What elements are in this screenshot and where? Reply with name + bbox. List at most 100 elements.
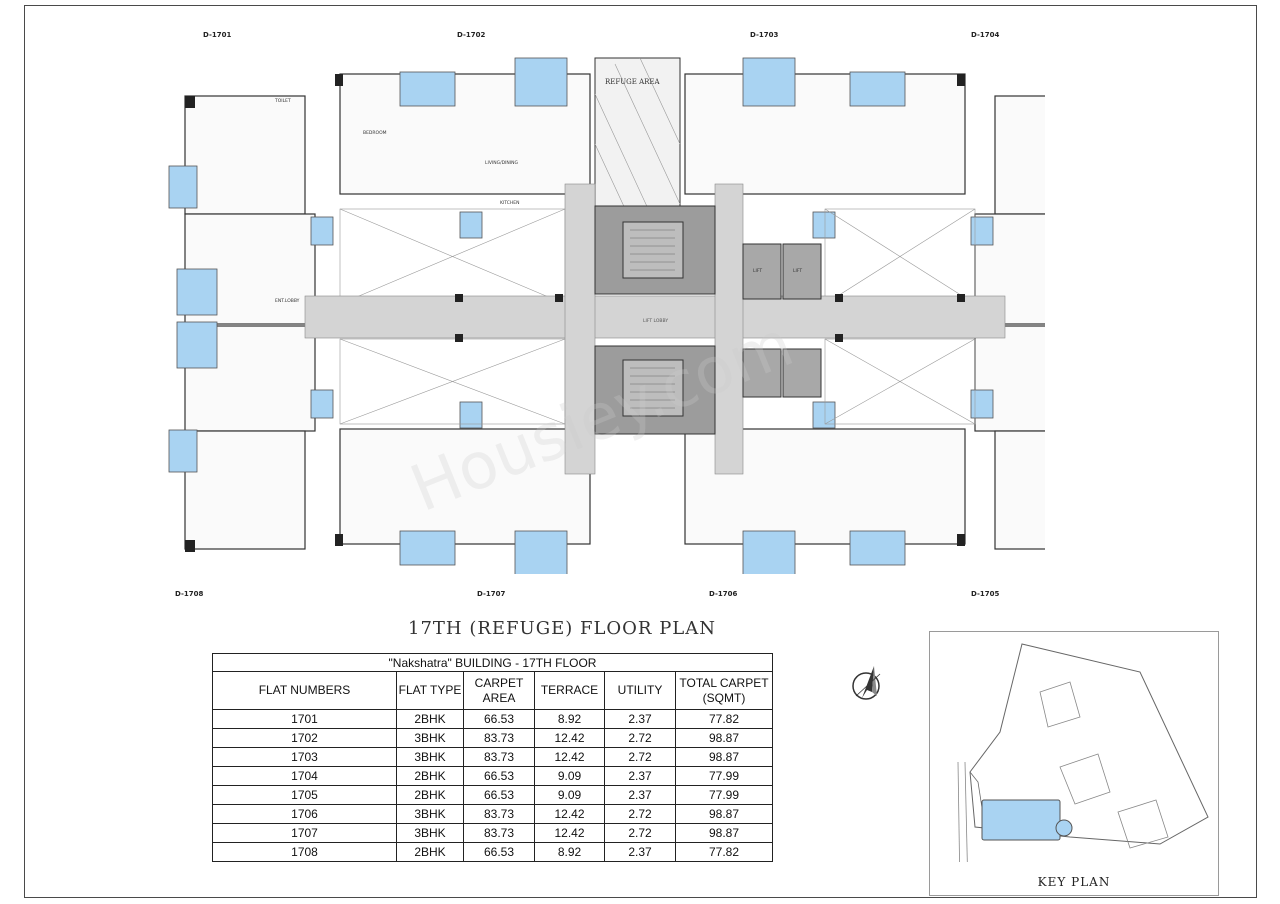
corridor [304, 183, 1006, 475]
cell-type: 3BHK [396, 804, 464, 824]
col-utility: UTILITY [604, 671, 676, 710]
col-total-carpet: TOTAL CARPET(SQMT) [675, 671, 773, 710]
cell-utility: 2.72 [604, 823, 676, 843]
cell-utility: 2.72 [604, 747, 676, 767]
cell-carpet: 66.53 [463, 785, 535, 805]
flat-label-d1704: D-1704 [971, 31, 1000, 39]
kitchen-label: KITCHEN [500, 200, 520, 206]
cell-utility: 2.72 [604, 728, 676, 748]
cell-utility: 2.37 [604, 766, 676, 786]
floor-plan-drawing: REFUGE AREA LIFT LOBBY LIFT LIFT BEDROOM… [168, 57, 1045, 574]
cell-carpet: 83.73 [463, 728, 535, 748]
flat-label-d1708: D-1708 [175, 590, 204, 598]
right-terraces [970, 216, 994, 419]
col-total-carpet-line2: (SQMT) [702, 690, 746, 705]
ent-lobby-label: ENT.LOBBY [275, 298, 300, 304]
lift-lobby-label: LIFT LOBBY [643, 318, 668, 324]
cell-flat: 1702 [212, 728, 397, 748]
flat-label-d1706: D-1706 [709, 590, 738, 598]
cell-carpet: 83.73 [463, 804, 535, 824]
cell-utility: 2.37 [604, 842, 676, 862]
col-total-carpet-line1: TOTAL CARPET [679, 675, 769, 690]
toilet-label: TOILET [274, 98, 291, 104]
cell-flat: 1703 [212, 747, 397, 767]
cell-total: 77.82 [675, 709, 773, 729]
cell-terrace: 12.42 [534, 747, 605, 767]
left-terraces [168, 165, 334, 473]
flat-label-d1705: D-1705 [971, 590, 1000, 598]
core [594, 205, 822, 435]
cell-total: 77.82 [675, 842, 773, 862]
right-wing [974, 95, 1045, 550]
cell-terrace: 9.09 [534, 766, 605, 786]
cell-flat: 1706 [212, 804, 397, 824]
site-plan-drawing [957, 643, 1209, 862]
cell-flat: 1707 [212, 823, 397, 843]
living-dining-label: LIVING/DINING [485, 160, 518, 166]
cell-carpet: 66.53 [463, 766, 535, 786]
refuge-area [594, 57, 681, 214]
col-terrace: TERRACE [534, 671, 605, 710]
stair-treads [630, 229, 675, 409]
lower-terraces [399, 401, 906, 574]
cell-utility: 2.37 [604, 709, 676, 729]
cell-utility: 2.72 [604, 804, 676, 824]
cell-flat: 1708 [212, 842, 397, 862]
col-flat-type: FLAT TYPE [396, 671, 464, 710]
cell-terrace: 12.42 [534, 728, 605, 748]
cell-type: 3BHK [396, 823, 464, 843]
cell-carpet: 66.53 [463, 842, 535, 862]
drawing-sheet: REFUGE AREA LIFT LOBBY LIFT LIFT BEDROOM… [24, 5, 1257, 898]
col-flat-numbers: FLAT NUMBERS [212, 671, 397, 710]
columns [185, 74, 965, 552]
cell-terrace: 8.92 [534, 842, 605, 862]
flat-label-d1702: D-1702 [457, 31, 486, 39]
cell-flat: 1701 [212, 709, 397, 729]
cell-type: 2BHK [396, 766, 464, 786]
bedroom-label: BEDROOM [363, 130, 387, 136]
cell-type: 3BHK [396, 728, 464, 748]
cell-utility: 2.37 [604, 785, 676, 805]
cell-terrace: 12.42 [534, 823, 605, 843]
cell-carpet: 83.73 [463, 747, 535, 767]
cell-carpet: 83.73 [463, 823, 535, 843]
cell-total: 98.87 [675, 747, 773, 767]
cell-type: 2BHK [396, 785, 464, 805]
cell-total: 98.87 [675, 804, 773, 824]
cell-carpet: 66.53 [463, 709, 535, 729]
cell-type: 2BHK [396, 709, 464, 729]
cell-total: 77.99 [675, 785, 773, 805]
flat-label-d1701: D-1701 [203, 31, 232, 39]
cell-total: 77.99 [675, 766, 773, 786]
cell-total: 98.87 [675, 728, 773, 748]
cell-flat: 1704 [212, 766, 397, 786]
floor-plan-title: 17TH (REFUGE) FLOOR PLAN [408, 618, 717, 639]
cell-flat: 1705 [212, 785, 397, 805]
key-plan-title: KEY PLAN [1037, 875, 1111, 889]
carpet-area-table: "Nakshatra" BUILDING - 17TH FLOOR FLAT N… [212, 653, 773, 862]
flat-label-d1707: D-1707 [477, 590, 506, 598]
cell-total: 98.87 [675, 823, 773, 843]
refuge-area-label: REFUGE AREA [605, 78, 660, 86]
key-plan: KEY PLAN [929, 631, 1219, 896]
upper-terraces [399, 57, 906, 239]
cell-terrace: 9.09 [534, 785, 605, 805]
cell-type: 3BHK [396, 747, 464, 767]
lift-label-2: LIFT [793, 268, 802, 274]
cell-terrace: 12.42 [534, 804, 605, 824]
lift-label-1: LIFT [753, 268, 762, 274]
col-carpet-area-line2: AREA [482, 690, 516, 705]
table-caption: "Nakshatra" BUILDING - 17TH FLOOR [212, 653, 773, 672]
north-arrow-icon [852, 666, 881, 700]
cell-type: 2BHK [396, 842, 464, 862]
